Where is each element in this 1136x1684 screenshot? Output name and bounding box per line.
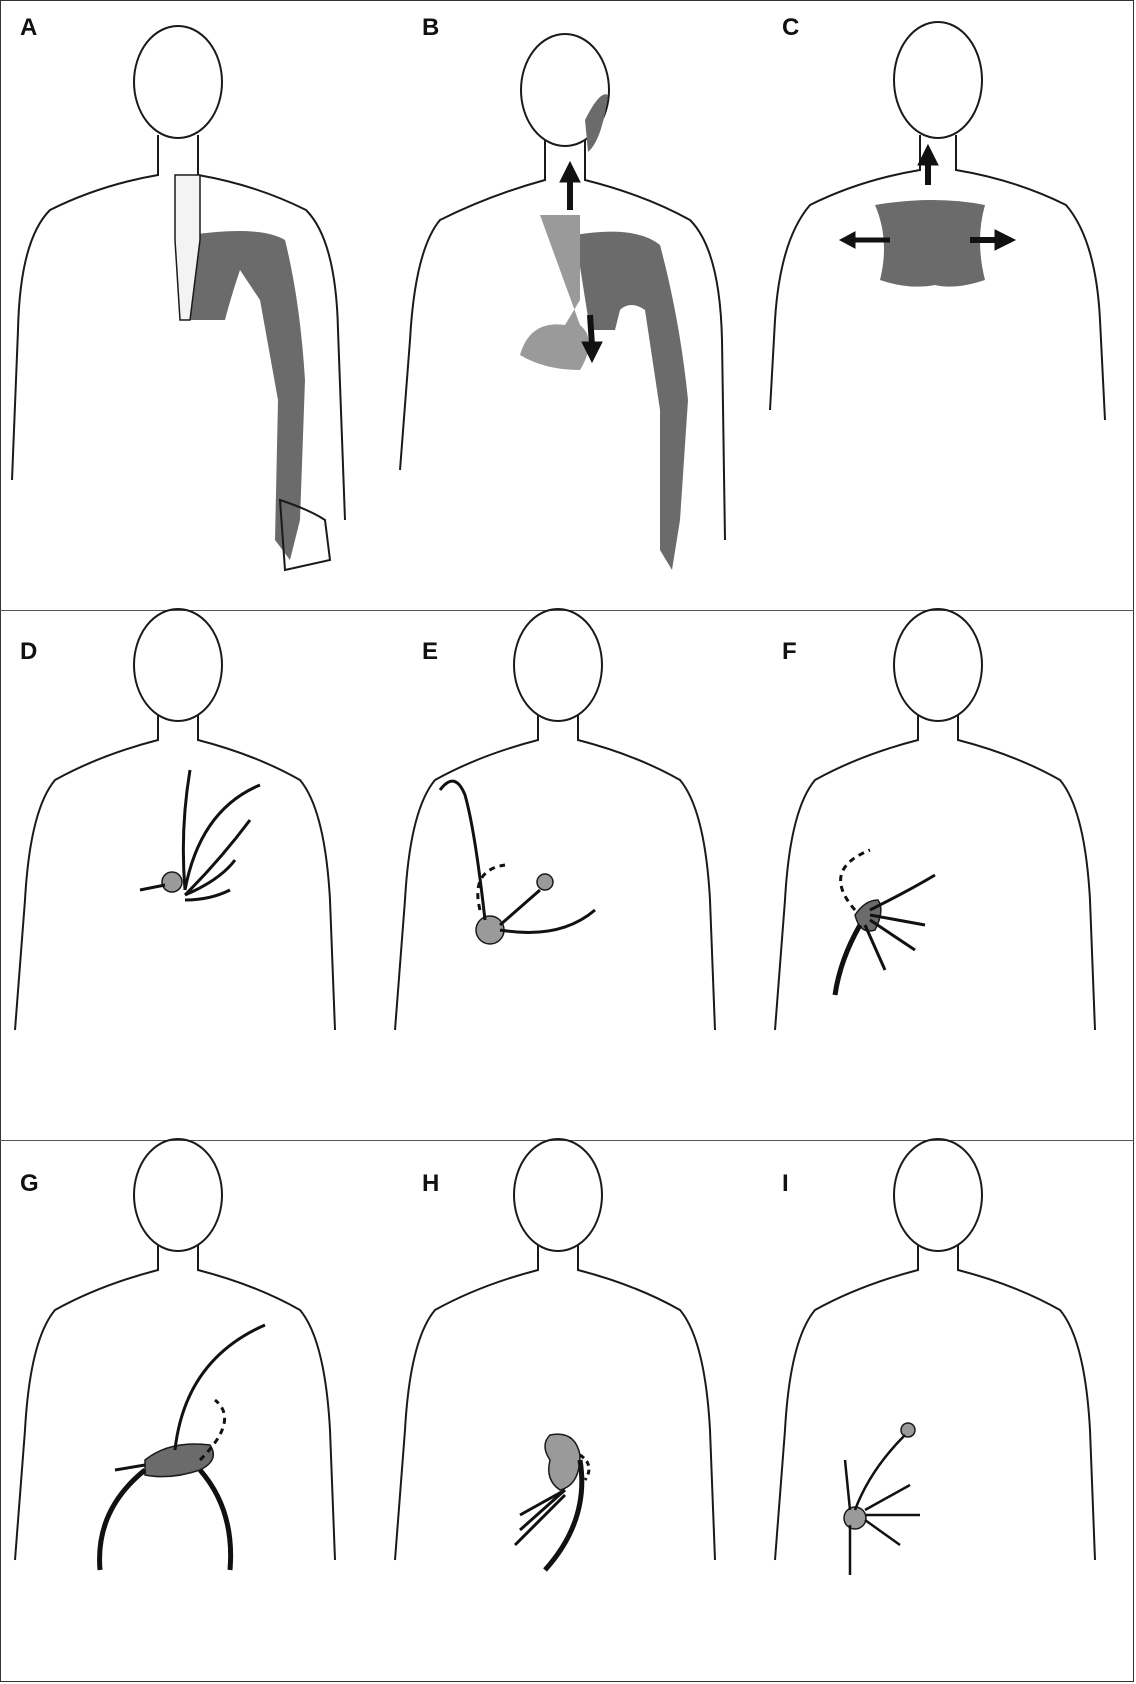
origin-organ — [162, 872, 182, 892]
secondary-organ — [901, 1423, 915, 1437]
secondary-organ — [537, 874, 553, 890]
radiating-arrows — [140, 770, 260, 900]
figure-f — [760, 610, 1134, 1140]
figure-c — [760, 0, 1134, 610]
panel-d: D — [0, 610, 380, 1140]
figure-b — [380, 0, 760, 610]
body-outline — [775, 1139, 1095, 1560]
origin-organ — [844, 1507, 866, 1529]
panel-h: H — [380, 1140, 760, 1684]
panel-e: E — [380, 610, 760, 1140]
pain-region-chest-arm — [180, 231, 305, 560]
radiating-arrows — [835, 850, 935, 995]
figure-g — [0, 1140, 380, 1684]
sternum-region — [520, 215, 589, 370]
body-outline — [775, 609, 1095, 1030]
origin-organ — [545, 1434, 580, 1490]
radiating-arrows — [845, 1435, 920, 1575]
arrow-left — [840, 232, 890, 248]
panel-g: G — [0, 1140, 380, 1684]
panel-c: C — [760, 0, 1134, 610]
panel-b: B — [380, 0, 760, 610]
body-outline — [15, 1139, 335, 1560]
up-arrow — [560, 162, 580, 210]
figure-h — [380, 1140, 760, 1684]
pain-region-back — [875, 200, 985, 287]
panel-i: I — [760, 1140, 1134, 1684]
figure-d — [0, 610, 380, 1140]
panel-a: A — [0, 0, 380, 610]
jaw-region — [585, 94, 608, 152]
origin-organ — [476, 916, 504, 944]
body-outline — [15, 609, 335, 1030]
radiating-arrows — [440, 781, 595, 932]
figure-i — [760, 1140, 1134, 1684]
panel-f: F — [760, 610, 1134, 1140]
pain-region-chest-arm — [575, 232, 688, 570]
figure-e — [380, 610, 760, 1140]
body-outline — [395, 609, 715, 1030]
figure-a — [0, 0, 380, 610]
